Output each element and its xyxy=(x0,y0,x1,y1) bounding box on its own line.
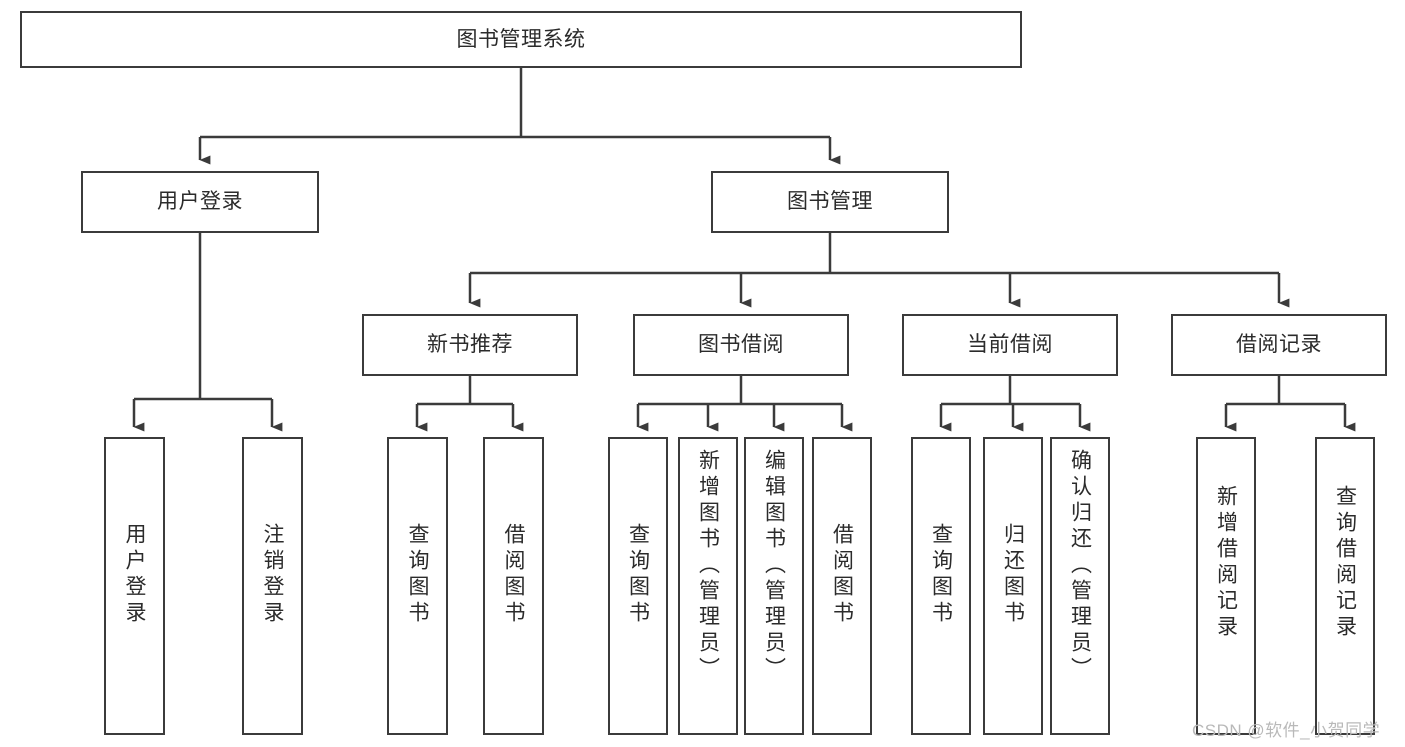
node-leaf-add-borrow-record[interactable]: 新增借阅记录 xyxy=(1196,437,1256,735)
node-label-leaf-query-book-3: 查询图书 xyxy=(929,523,953,627)
node-borrow-record[interactable]: 借阅记录 xyxy=(1171,314,1387,376)
node-label-leaf-edit-book-admin: 编辑图书（管理员） xyxy=(762,449,786,683)
node-label-leaf-borrow-book-2: 借阅图书 xyxy=(830,523,854,627)
node-leaf-confirm-return[interactable]: 确认归还（管理员） xyxy=(1050,437,1110,735)
node-label-leaf-add-borrow-record: 新增借阅记录 xyxy=(1214,485,1238,641)
node-label-user-login: 用户登录 xyxy=(157,190,243,214)
node-label-root: 图书管理系统 xyxy=(456,27,586,51)
node-label-leaf-query-borrow-record: 查询借阅记录 xyxy=(1333,485,1357,641)
node-label-leaf-return-book: 归还图书 xyxy=(1001,523,1025,627)
node-leaf-return-book[interactable]: 归还图书 xyxy=(983,437,1043,735)
node-leaf-query-book-1[interactable]: 查询图书 xyxy=(387,437,448,735)
node-new-book-recommend[interactable]: 新书推荐 xyxy=(362,314,578,376)
node-label-current-borrow: 当前借阅 xyxy=(967,333,1053,357)
node-leaf-query-book-3[interactable]: 查询图书 xyxy=(911,437,971,735)
node-leaf-borrow-book-1[interactable]: 借阅图书 xyxy=(483,437,544,735)
node-label-leaf-query-book-2: 查询图书 xyxy=(626,523,650,627)
edges-group xyxy=(132,68,1356,432)
node-leaf-add-book-admin[interactable]: 新增图书（管理员） xyxy=(678,437,738,735)
node-leaf-edit-book-admin[interactable]: 编辑图书（管理员） xyxy=(744,437,804,735)
node-label-leaf-confirm-return: 确认归还（管理员） xyxy=(1068,449,1092,683)
csdn-watermark: CSDN @软件_小贺同学 xyxy=(1192,721,1381,740)
node-leaf-query-book-2[interactable]: 查询图书 xyxy=(608,437,668,735)
node-label-leaf-borrow-book-1: 借阅图书 xyxy=(502,523,525,627)
node-label-book-manage: 图书管理 xyxy=(787,190,873,214)
node-leaf-user-login[interactable]: 用户登录 xyxy=(104,437,165,735)
node-label-leaf-query-book-1: 查询图书 xyxy=(406,523,429,627)
node-leaf-logout[interactable]: 注销登录 xyxy=(242,437,303,735)
node-book-manage[interactable]: 图书管理 xyxy=(711,171,949,233)
node-label-leaf-logout: 注销登录 xyxy=(261,523,284,627)
node-root-book-management-system[interactable]: 图书管理系统 xyxy=(20,11,1022,68)
node-label-leaf-add-book-admin: 新增图书（管理员） xyxy=(696,449,720,683)
node-leaf-borrow-book-2[interactable]: 借阅图书 xyxy=(812,437,872,735)
node-label-new-book-recommend: 新书推荐 xyxy=(427,333,513,357)
node-current-borrow[interactable]: 当前借阅 xyxy=(902,314,1118,376)
node-book-borrow[interactable]: 图书借阅 xyxy=(633,314,849,376)
node-label-borrow-record: 借阅记录 xyxy=(1236,333,1322,357)
node-leaf-query-borrow-record[interactable]: 查询借阅记录 xyxy=(1315,437,1375,735)
node-label-book-borrow: 图书借阅 xyxy=(698,333,784,357)
node-label-leaf-user-login: 用户登录 xyxy=(123,523,146,627)
node-user-login[interactable]: 用户登录 xyxy=(81,171,319,233)
